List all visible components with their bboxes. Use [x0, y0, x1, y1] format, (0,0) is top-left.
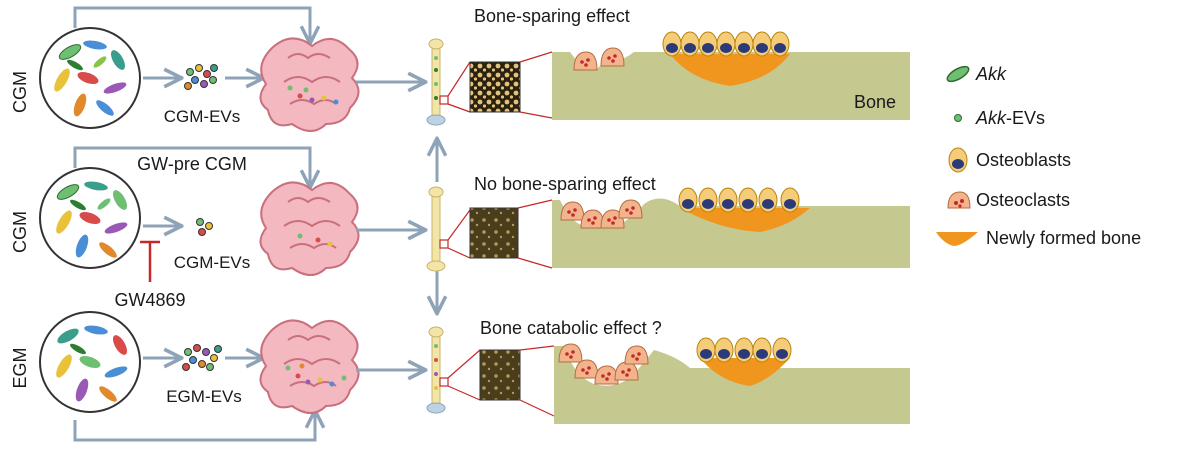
row3-side-label: EGM — [10, 347, 30, 388]
row2-microbiota-circle — [39, 167, 141, 269]
osteoclast-cell — [614, 361, 639, 381]
legend-label-akk-evs: Akk-EVs — [975, 108, 1045, 128]
row3-bone-slab — [554, 346, 910, 424]
osteoblast-cell — [780, 187, 800, 213]
legend-label-new-bone: Newly formed bone — [986, 228, 1141, 248]
osteoclast-layer — [558, 47, 649, 385]
osteoblast-cell — [752, 31, 772, 57]
inhibitor-symbol — [140, 240, 160, 282]
osteoblast-cell — [772, 337, 792, 363]
row2-ev-label: CGM-EVs — [174, 253, 251, 272]
osteoclast-cell — [618, 199, 643, 219]
row1-ev-cluster — [184, 64, 218, 90]
osteoblast-cell — [680, 31, 700, 57]
row1-bone-slab — [552, 52, 910, 120]
osteoclast-cell — [560, 201, 585, 221]
row2-side-label: CGM — [10, 211, 30, 253]
row1-microbiota-circle — [39, 27, 141, 129]
vesicle-icon — [954, 114, 962, 122]
row3-ev-cluster — [182, 344, 222, 371]
row2-loop-label: GW-pre CGM — [137, 154, 247, 174]
row2-ev-cluster — [196, 218, 213, 236]
osteoblast-cell — [738, 187, 758, 213]
row3-ev-label: EGM-EVs — [166, 387, 242, 406]
row1-zoom-square — [447, 51, 553, 119]
osteoblast-cell — [696, 337, 716, 363]
osteoclast-icon — [947, 191, 971, 209]
osteoblast-icon — [948, 147, 968, 173]
bacterium-icon — [946, 65, 970, 83]
effect-label-1: Bone-sparing effect — [474, 6, 630, 26]
legend-label-osteoblasts: Osteoblasts — [976, 150, 1071, 170]
row2-zoom-square — [447, 199, 553, 269]
row2-loop-arrow — [73, 146, 310, 186]
osteoclast-cell — [624, 345, 649, 365]
osteoblast-cell — [758, 187, 778, 213]
osteoclast-cell — [600, 47, 625, 67]
osteoblast-cell — [770, 31, 790, 57]
osteoblast-cell — [714, 337, 734, 363]
row3-long-bone — [426, 326, 449, 414]
osteoblast-layer — [662, 31, 800, 363]
row2-gut — [259, 181, 360, 276]
osteoblast-cell — [716, 31, 736, 57]
row1-ev-label: CGM-EVs — [164, 107, 241, 126]
row1-loop-arrow — [73, 6, 310, 42]
row3-microbiota-circle — [39, 311, 141, 413]
osteoblast-cell — [698, 31, 718, 57]
osteoblast-cell — [752, 337, 772, 363]
osteoblast-cell — [734, 337, 754, 363]
legend-label-osteoclasts: Osteoclasts — [976, 190, 1070, 210]
row1-gut — [259, 37, 360, 132]
inhibitor-label: GW4869 — [114, 290, 185, 310]
effect-label-2: No bone-sparing effect — [474, 174, 656, 194]
bone-label: Bone — [854, 92, 896, 112]
osteoclast-cell — [594, 365, 619, 385]
osteoblast-cell — [662, 31, 682, 57]
row3-zoom-square — [447, 345, 555, 417]
row1-side-label: CGM — [10, 71, 30, 113]
row2-long-bone — [426, 186, 449, 272]
row3-gut — [259, 319, 360, 414]
osteoclast-cell — [600, 209, 625, 229]
legend: Akk Akk-EVs Osteoblasts Osteoclasts Newl… — [936, 64, 1141, 248]
effect-label-3: Bone catabolic effect ? — [480, 318, 662, 338]
row1-long-bone — [426, 38, 449, 126]
legend-label-akk: Akk — [975, 64, 1007, 84]
osteoclast-cell — [573, 51, 598, 71]
row3-loop-arrow — [73, 412, 315, 442]
new-bone-icon — [936, 232, 978, 246]
osteoclast-cell — [574, 359, 599, 379]
osteoblast-cell — [698, 187, 718, 213]
osteoclast-cell — [558, 343, 583, 363]
osteoclast-cell — [580, 209, 605, 229]
osteoblast-cell — [678, 187, 698, 213]
osteoblast-cell — [734, 31, 754, 57]
osteoblast-cell — [718, 187, 738, 213]
